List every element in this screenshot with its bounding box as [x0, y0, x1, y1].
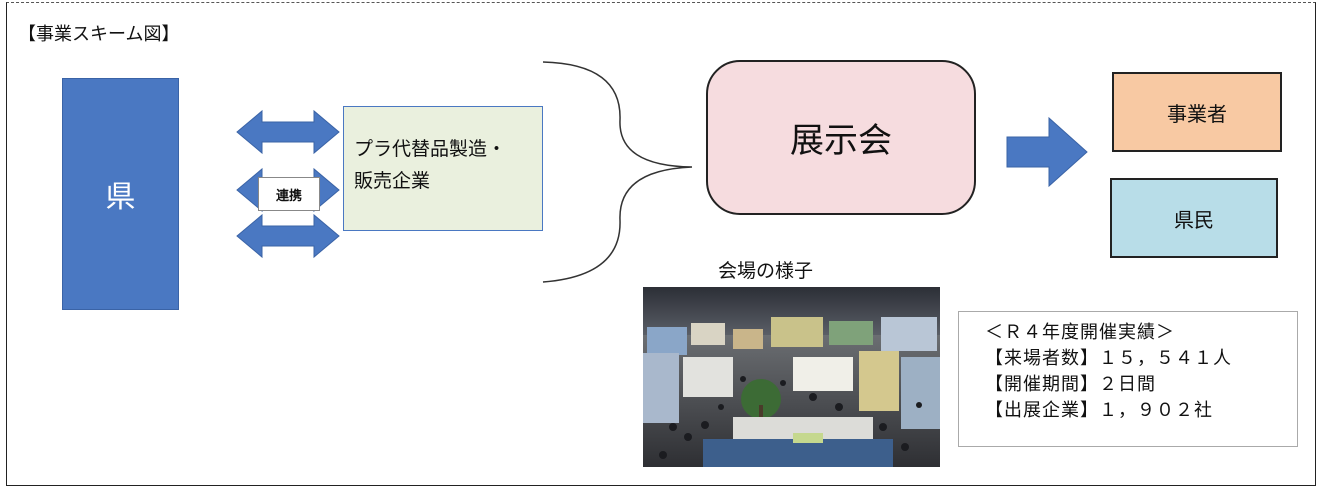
forward-arrow: [1006, 116, 1088, 188]
company-label-line2: 販売企業: [354, 170, 431, 192]
business-label: 事業者: [1167, 101, 1227, 126]
citizens-label: 県民: [1174, 207, 1214, 232]
results-exhibitors: 【出展企業】１，９０２社: [985, 400, 1213, 421]
prefecture-label: 県: [105, 180, 136, 215]
diagram-frame: [6, 2, 1316, 486]
business-box: 事業者: [1112, 72, 1282, 152]
company-box: プラ代替品製造・ 販売企業: [343, 106, 543, 231]
double-arrow-top: [236, 109, 340, 155]
venue-photo: [643, 287, 940, 467]
citizens-box: 県民: [1110, 178, 1278, 258]
results-heading: ＜Ｒ４年度開催実績＞: [985, 322, 1175, 343]
curly-bracket: [542, 61, 693, 283]
results-box: ＜Ｒ４年度開催実績＞ 【来場者数】１５，５４１人 【開催期間】２日間 【出展企業…: [958, 311, 1298, 447]
cooperation-label: 連携: [258, 177, 320, 211]
results-visitors: 【来場者数】１５，５４１人: [985, 348, 1232, 369]
exhibition-label: 展示会: [790, 121, 892, 161]
double-arrow-bottom: [236, 213, 340, 259]
exhibition-box: 展示会: [706, 60, 976, 215]
results-period: 【開催期間】２日間: [985, 374, 1156, 395]
diagram-title: 【事業スキーム図】: [18, 24, 180, 45]
prefecture-box: 県: [62, 78, 179, 310]
photo-caption: 会場の様子: [718, 260, 814, 282]
company-label-line1: プラ代替品製造・: [354, 138, 507, 160]
venue-photo-illustration: [643, 287, 940, 467]
